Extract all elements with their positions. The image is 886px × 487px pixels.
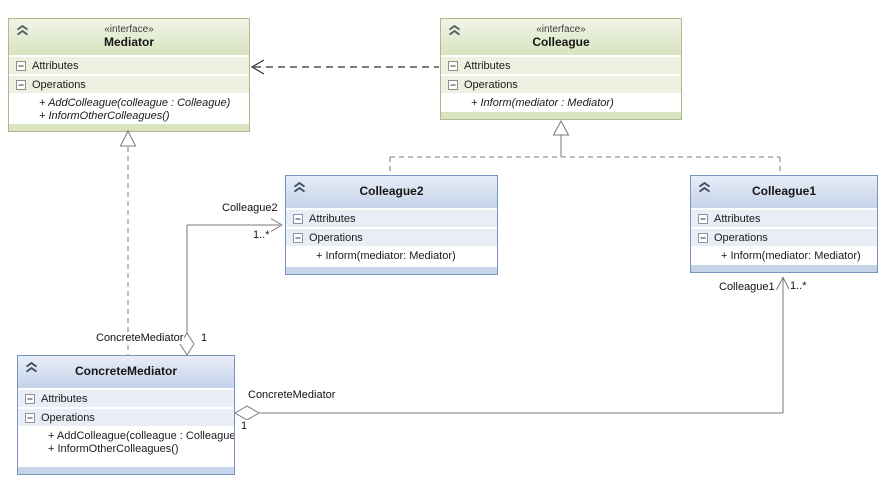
- class-colleague1[interactable]: Colleague1 Attributes Operations + Infor…: [690, 175, 878, 273]
- attributes-row[interactable]: Attributes: [9, 55, 249, 74]
- operations-label: Operations: [714, 231, 768, 244]
- class-mediator-header: «interface» Mediator: [9, 19, 249, 55]
- operation-item[interactable]: + Inform(mediator: Mediator): [316, 250, 456, 262]
- operation-item[interactable]: + Inform(mediator: Mediator): [721, 250, 861, 262]
- class-colleague1-header: Colleague1: [691, 176, 877, 208]
- association-multiplicity-label: 1..*: [252, 229, 271, 241]
- operation-item[interactable]: + InformOtherColleagues(): [48, 443, 179, 455]
- operations-list: + Inform(mediator: Mediator): [286, 246, 497, 265]
- realization-concretemediator-to-mediator[interactable]: [119, 129, 137, 355]
- attributes-row[interactable]: Attributes: [286, 208, 497, 227]
- collapse-minus-icon[interactable]: [293, 232, 303, 243]
- association-role-label: ConcreteMediator: [95, 332, 185, 344]
- class-colleague[interactable]: «interface» Colleague Attributes Operati…: [440, 18, 682, 120]
- operation-item[interactable]: + AddColleague(colleague : Colleague): [39, 97, 231, 109]
- collapse-minus-icon[interactable]: [698, 232, 708, 243]
- operations-list: + Inform(mediator : Mediator): [441, 93, 681, 110]
- association-multiplicity-label: 1..*: [789, 280, 808, 292]
- class-colleague2[interactable]: Colleague2 Attributes Operations + Infor…: [285, 175, 498, 275]
- attributes-label: Attributes: [309, 212, 356, 225]
- class-concrete-mediator[interactable]: ConcreteMediator Attributes Operations +…: [17, 355, 235, 475]
- stereotype-label: «interface»: [104, 24, 154, 36]
- collapse-minus-icon[interactable]: [293, 213, 303, 224]
- box-footer: [18, 465, 234, 474]
- collapse-chevron-icon[interactable]: [16, 24, 29, 36]
- operations-list: + AddColleague(colleague : Colleague) + …: [9, 93, 249, 122]
- collapse-minus-icon[interactable]: [448, 79, 458, 90]
- operations-label: Operations: [41, 411, 95, 424]
- operation-item[interactable]: + InformOtherColleagues(): [39, 110, 170, 122]
- association-role-label: Colleague2: [221, 202, 279, 214]
- operations-row[interactable]: Operations: [286, 227, 497, 246]
- collapse-chevron-icon[interactable]: [25, 361, 38, 373]
- collapse-minus-icon[interactable]: [698, 213, 708, 224]
- attributes-label: Attributes: [714, 212, 761, 225]
- attributes-row[interactable]: Attributes: [441, 55, 681, 74]
- operations-row[interactable]: Operations: [9, 74, 249, 93]
- operations-row[interactable]: Operations: [441, 74, 681, 93]
- class-colleague2-header: Colleague2: [286, 176, 497, 208]
- dependency-colleague-to-mediator[interactable]: [250, 59, 439, 75]
- class-title: Colleague: [532, 34, 590, 49]
- association-role-label: Colleague1: [718, 281, 776, 293]
- collapse-minus-icon[interactable]: [448, 60, 458, 71]
- box-footer: [286, 265, 497, 274]
- operations-label: Operations: [309, 231, 363, 244]
- operations-list: + AddColleague(colleague : Colleague) + …: [18, 426, 234, 465]
- attributes-row[interactable]: Attributes: [18, 388, 234, 407]
- association-role-label: ConcreteMediator: [247, 389, 337, 401]
- operation-item[interactable]: + AddColleague(colleague : Colleague): [48, 430, 234, 442]
- operations-label: Operations: [32, 78, 86, 91]
- class-colleague-header: «interface» Colleague: [441, 19, 681, 55]
- collapse-minus-icon[interactable]: [16, 60, 26, 71]
- collapse-minus-icon[interactable]: [25, 412, 35, 423]
- realization-colleagues-to-colleague[interactable]: [389, 119, 781, 175]
- attributes-label: Attributes: [41, 392, 88, 405]
- association-multiplicity-label: 1: [200, 332, 209, 344]
- collapse-minus-icon[interactable]: [16, 79, 26, 90]
- class-title: Mediator: [103, 34, 154, 49]
- collapse-minus-icon[interactable]: [25, 393, 35, 404]
- attributes-row[interactable]: Attributes: [691, 208, 877, 227]
- box-footer: [691, 263, 877, 272]
- class-mediator[interactable]: «interface» Mediator Attributes Operatio…: [8, 18, 250, 132]
- class-title: Colleague2: [359, 184, 424, 199]
- operation-item[interactable]: + Inform(mediator : Mediator): [471, 97, 614, 109]
- operations-label: Operations: [464, 78, 518, 91]
- attributes-label: Attributes: [464, 59, 511, 72]
- collapse-chevron-icon[interactable]: [448, 24, 461, 36]
- attributes-label: Attributes: [32, 59, 79, 72]
- box-footer: [9, 122, 249, 131]
- class-concrete-mediator-header: ConcreteMediator: [18, 356, 234, 388]
- class-title: Colleague1: [751, 184, 817, 199]
- operations-list: + Inform(mediator: Mediator): [691, 246, 877, 263]
- collapse-chevron-icon[interactable]: [698, 181, 711, 193]
- box-footer: [441, 110, 681, 119]
- operations-row[interactable]: Operations: [18, 407, 234, 426]
- association-multiplicity-label: 1: [240, 420, 249, 432]
- stereotype-label: «interface»: [536, 24, 586, 36]
- collapse-chevron-icon[interactable]: [293, 181, 306, 193]
- operations-row[interactable]: Operations: [691, 227, 877, 246]
- class-title: ConcreteMediator: [74, 364, 178, 379]
